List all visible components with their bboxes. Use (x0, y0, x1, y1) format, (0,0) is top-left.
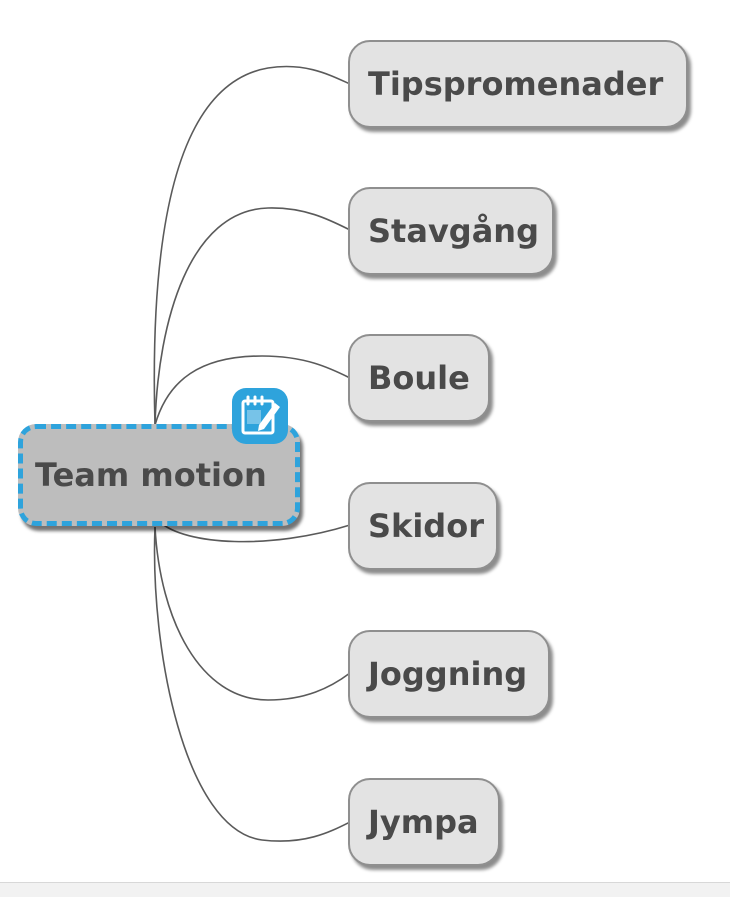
canvas-bottom-edge (0, 882, 730, 897)
connector-tipspromenader (153, 65, 351, 426)
note-edit-icon[interactable] (229, 385, 291, 447)
connector-joggning (154, 526, 351, 701)
topic-label: Jympa (368, 803, 479, 841)
connector-skidor (159, 521, 351, 543)
connector-jympa (153, 526, 351, 842)
topic-node-stavgang[interactable]: Stavgång (348, 187, 554, 275)
connector-boule (154, 355, 351, 426)
topic-node-tipspromenader[interactable]: Tipspromenader (348, 40, 688, 128)
topic-label: Tipspromenader (368, 65, 664, 103)
central-topic-label: Team motion (35, 456, 267, 494)
topic-label: Boule (368, 359, 470, 397)
topic-node-jympa[interactable]: Jympa (348, 778, 500, 866)
topic-label: Joggning (368, 655, 528, 693)
topic-label: Skidor (368, 507, 484, 545)
topic-node-skidor[interactable]: Skidor (348, 482, 498, 570)
topic-label: Stavgång (368, 212, 539, 250)
topic-node-boule[interactable]: Boule (348, 334, 490, 422)
central-topic-node[interactable]: Team motion (18, 424, 300, 526)
connector-stavgang (154, 207, 351, 426)
topic-node-joggning[interactable]: Joggning (348, 630, 550, 718)
